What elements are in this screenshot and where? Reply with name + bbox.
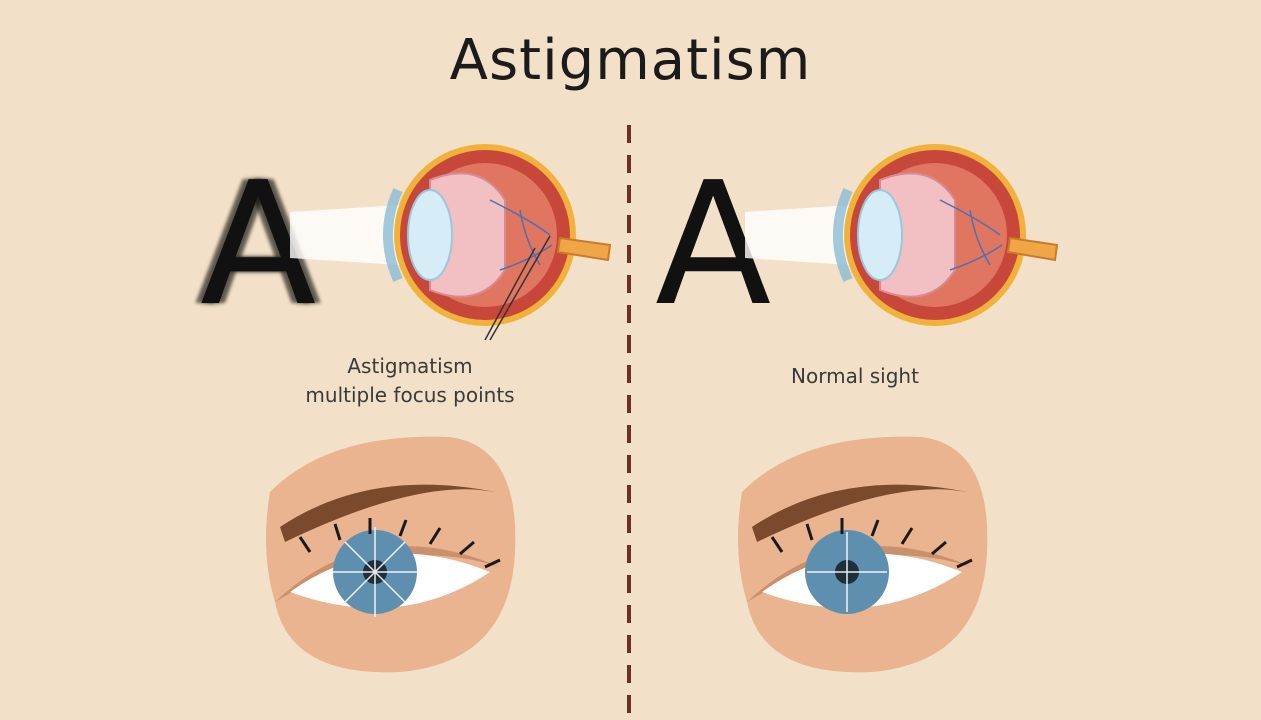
cornea [833,187,853,283]
astigmatic-eye-cross-section [290,144,612,341]
light-beam [290,205,400,265]
caption-line-1: Astigmatism [347,354,473,378]
ciliary-body [879,172,956,298]
eyebrow [752,484,967,542]
blood-vessels [489,199,553,271]
eyelashes [770,518,973,569]
distortion-grid [330,527,420,617]
light-beam [745,205,850,265]
optic-nerve [1006,236,1059,262]
focus-grid [807,532,887,612]
focus-pointer-2 [484,247,536,341]
eyebrow [280,484,495,542]
eye-lens [407,189,453,281]
focus-pointer-1 [489,235,551,341]
normal-eye-cross-section [745,144,1059,326]
normal-sight-caption: Normal sight [791,364,919,388]
normal-eye-external [738,436,988,673]
optic-nerve [556,236,612,262]
astigmatism-caption: Astigmatism multiple focus points [260,352,560,410]
cornea [383,187,403,283]
caption-line-2: multiple focus points [305,383,515,407]
eye-lens [857,189,903,281]
eyelashes [298,518,501,569]
diagram-title: Astigmatism [449,28,812,93]
astigmatic-eye-external [266,436,516,673]
ciliary-body [429,172,506,298]
blood-vessels [939,199,1003,271]
center-divider [627,125,631,720]
